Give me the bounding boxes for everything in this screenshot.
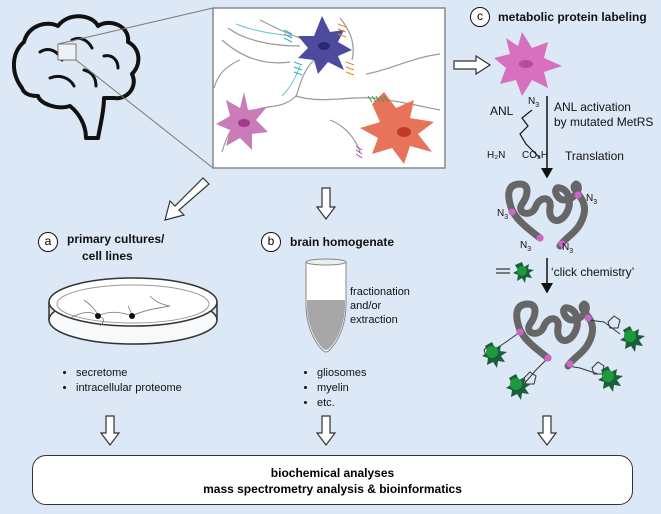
click-chemistry-label: ‘click chemistry’ [551,265,635,279]
section-b-bullets: gliosomes myelin etc. [303,366,367,411]
test-tube-icon [305,258,347,353]
translation-label: Translation [565,149,624,163]
brain-icon [12,14,141,140]
section-a-title-line2: cell lines [82,249,133,263]
process-line-1: fractionation [350,286,410,298]
azide-label-4: N3 [586,193,598,206]
analysis-box: biochemical analyses mass spectrometry a… [32,455,633,505]
activation-line-2: by mutated MetRS [554,115,654,129]
azide-label-1: N3 [497,208,509,221]
process-line-2: and/or [350,300,382,312]
arrow-c-bottom [536,415,558,446]
badge-c: c [470,7,490,27]
carboxyl-label: CO₂H [522,150,549,161]
azide-label-anl: N3 [528,96,540,109]
list-item: myelin [317,381,367,396]
process-line-3: extraction [350,314,398,326]
badge-a: a [38,232,58,252]
section-b-title: brain homogenate [290,235,395,249]
azide-label-3: N3 [562,242,574,255]
hollow-arrows [99,54,558,446]
neuron-salmon [360,92,434,164]
anl-structure [519,109,541,159]
list-item: etc. [317,396,367,411]
azide-markers [508,191,582,248]
arrow-to-a [164,177,210,221]
arrow-to-b [315,187,337,220]
labeled-cell-nucleus [519,60,533,68]
list-item: gliosomes [317,366,367,381]
activation-line-1: ANL activation [554,100,631,114]
azide-label-2: N3 [520,240,532,253]
culture-dish-icon [48,277,218,345]
list-item: secretome [76,366,182,381]
arrow-b-bottom [315,415,337,446]
brain-region-highlight [57,43,77,61]
click-reagent-icon [496,262,534,283]
section-a-bullets: secretome intracellular proteome [62,366,182,396]
arrow-a-bottom [99,415,121,446]
fluorophore-labels [482,326,645,400]
anl-label: ANL [490,104,514,118]
list-item: intracellular proteome [76,381,182,396]
badge-b: b [261,232,281,252]
labeled-protein-icon [482,300,645,400]
amine-label: H₂N [487,150,506,161]
protein-chain-icon [505,180,588,250]
analysis-line-2: mass spectrometry analysis & bioinformat… [203,482,462,496]
arrow-to-c [453,54,492,76]
neuron-panel [212,7,446,169]
section-c-title: metabolic protein labeling [498,10,647,24]
section-a-title-line1: primary cultures/ [67,232,165,246]
analysis-line-1: biochemical analyses [270,466,395,480]
